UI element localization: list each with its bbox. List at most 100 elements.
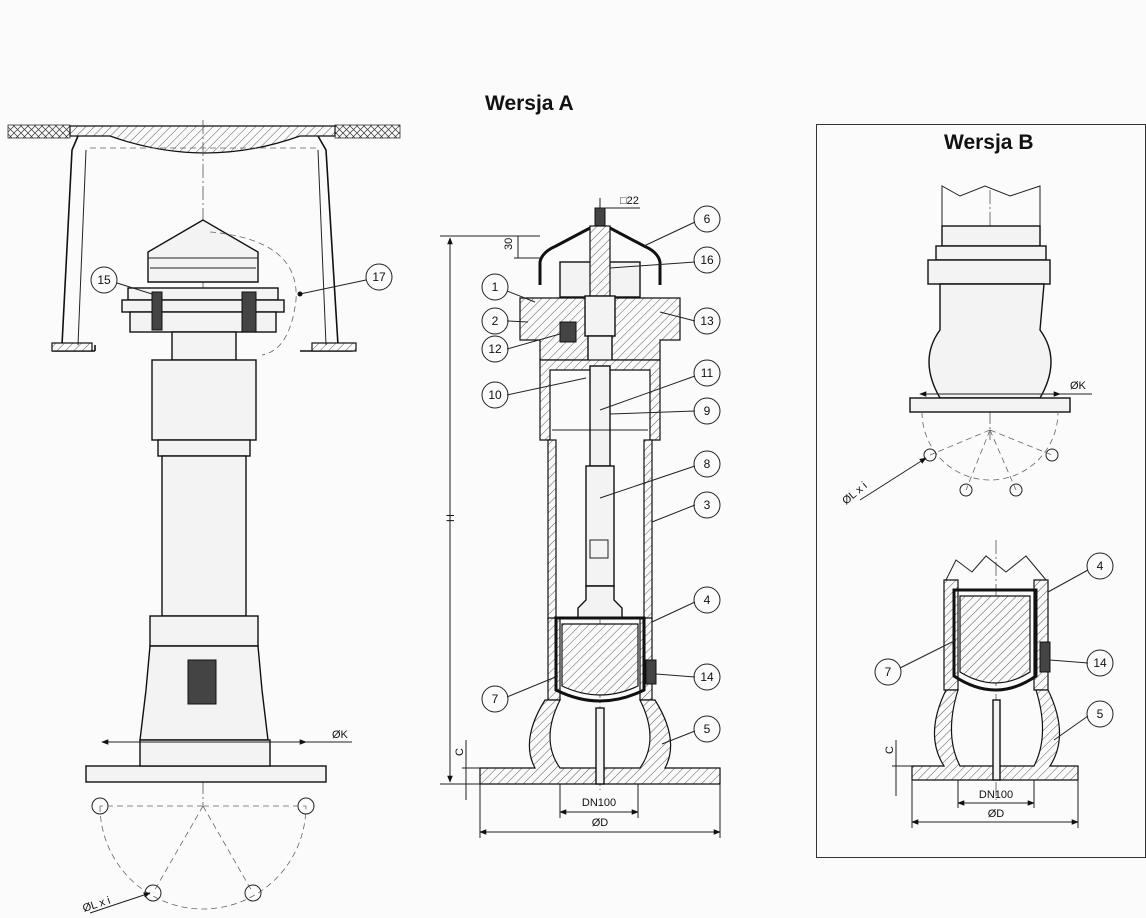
callout-5 xyxy=(693,715,721,743)
svg-text:11: 11 xyxy=(701,366,714,380)
left-flange-2 xyxy=(121,299,285,313)
svg-text:9: 9 xyxy=(704,404,711,418)
b-shoe xyxy=(911,689,1079,781)
callout-3 xyxy=(693,491,721,519)
b-top-flange xyxy=(927,259,1051,285)
callout-1 xyxy=(481,273,509,301)
section-d-label: ØD xyxy=(592,817,609,829)
svg-text:16: 16 xyxy=(700,253,714,267)
left-barrel xyxy=(161,455,247,617)
callout-8 xyxy=(693,450,721,478)
b-c-label: C xyxy=(884,746,896,754)
b-callout-5 xyxy=(1086,700,1114,728)
svg-text:7: 7 xyxy=(492,692,499,706)
drain-14 xyxy=(645,659,657,685)
ground-hatch-left xyxy=(7,124,71,139)
svg-text:6: 6 xyxy=(704,212,711,226)
left-bolt-circle xyxy=(99,805,307,910)
svg-text:14: 14 xyxy=(700,670,714,684)
version-a-title: Wersja A xyxy=(485,92,574,115)
svg-text:1: 1 xyxy=(492,280,499,294)
b-bolt-circle xyxy=(921,411,1059,481)
b-valve-plug xyxy=(959,595,1031,684)
section-view-hydrant: □22 xyxy=(440,195,721,838)
svg-text:5: 5 xyxy=(1097,707,1104,721)
left-bolt-2 xyxy=(241,291,257,333)
left-upper-housing xyxy=(171,331,237,361)
seal-12 xyxy=(559,321,577,343)
left-lower-collar xyxy=(149,615,259,647)
spindle-top xyxy=(589,225,611,297)
b-callout-7 xyxy=(874,658,902,686)
surface-box-cover xyxy=(69,125,336,154)
b-callout-4 xyxy=(1086,552,1114,580)
svg-text:14: 14 xyxy=(1093,656,1107,670)
box-foot-right xyxy=(311,342,357,352)
svg-text:5: 5 xyxy=(704,722,711,736)
height-label: H xyxy=(445,514,457,522)
shoe-section xyxy=(479,699,721,785)
callout-16 xyxy=(693,246,721,274)
section-c-label: C xyxy=(454,748,466,756)
left-collar xyxy=(157,439,251,457)
svg-text:13: 13 xyxy=(700,314,714,328)
b-k-label: ØK xyxy=(1070,380,1087,392)
section-dn-label: DN100 xyxy=(582,797,616,809)
b-d-label: ØD xyxy=(988,808,1005,820)
svg-text:4: 4 xyxy=(704,593,711,607)
svg-text:4: 4 xyxy=(1097,559,1104,573)
b-top-base-flange xyxy=(909,397,1071,413)
callout-14 xyxy=(693,663,721,691)
ground-hatch-right xyxy=(334,124,401,139)
left-k-label: ØK xyxy=(332,729,349,741)
spindle-nut xyxy=(584,295,616,337)
left-drain-bracket xyxy=(187,659,217,705)
callout-11 xyxy=(693,359,721,387)
callout-7 xyxy=(481,685,509,713)
drive-rod xyxy=(585,465,615,587)
left-base-flange xyxy=(85,765,327,783)
left-base-neck xyxy=(139,739,271,767)
riser-wall-right xyxy=(643,439,653,621)
section-callouts: 6 16 1 13 2 12 10 xyxy=(481,205,721,745)
left-bolt-1 xyxy=(151,291,163,331)
version-b-top-view: ØK ØL x i xyxy=(840,185,1092,507)
left-bolt-hole-4 xyxy=(244,884,262,902)
b-top-shoe xyxy=(928,283,1052,399)
b-dn-label: DN100 xyxy=(979,789,1013,801)
callout-9 xyxy=(693,397,721,425)
callout-2 xyxy=(481,307,509,335)
valve-plug xyxy=(561,623,639,696)
b-drain xyxy=(1039,641,1051,673)
svg-text:10: 10 xyxy=(488,388,502,402)
box-foot-left xyxy=(51,342,93,352)
upper-body-section xyxy=(539,359,661,441)
b-bolts-label: ØL x i xyxy=(840,480,869,507)
callout-6 xyxy=(693,205,721,233)
callout-13 xyxy=(693,307,721,335)
b-callout-14 xyxy=(1086,649,1114,677)
svg-text:8: 8 xyxy=(704,457,711,471)
callout-12 xyxy=(481,335,509,363)
version-b-title: Wersja B xyxy=(944,131,1034,154)
svg-text:2: 2 xyxy=(492,314,499,328)
operating-square xyxy=(594,207,606,229)
left-cap xyxy=(147,219,259,283)
cap-swing-arc xyxy=(209,231,297,356)
svg-text:3: 3 xyxy=(704,498,711,512)
cap-dim-label: 30 xyxy=(503,238,515,250)
left-view-hydrant: ØK ØL x i 15 17 xyxy=(7,120,401,915)
callout-17 xyxy=(365,263,393,291)
callout-17-text: 17 xyxy=(372,270,386,284)
spindle-lower xyxy=(589,365,611,467)
surface-box-inner xyxy=(77,149,327,346)
version-b-bottom-section: C DN100 ØD 4 7 14 5 xyxy=(874,540,1114,828)
square-label: □22 xyxy=(620,195,639,207)
valve-plug-outline xyxy=(554,616,646,703)
svg-text:7: 7 xyxy=(885,665,892,679)
left-head-body xyxy=(151,359,257,441)
b-top-collar xyxy=(941,225,1041,247)
riser-wall-left xyxy=(547,439,557,621)
